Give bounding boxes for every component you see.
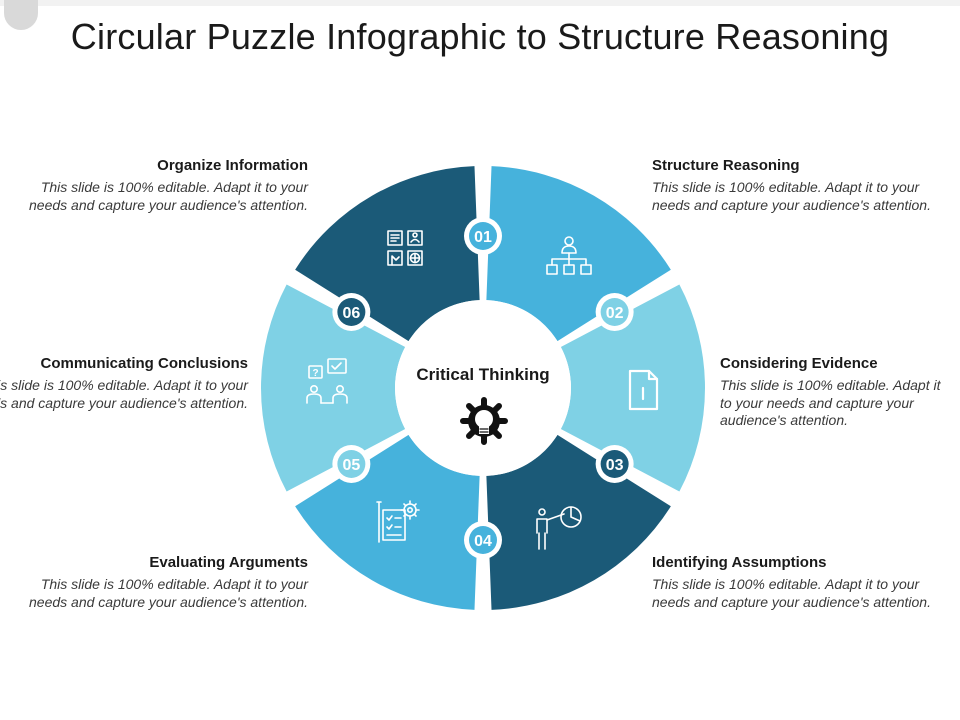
number-tab: [469, 526, 497, 554]
segment-number-04: 04: [474, 533, 492, 550]
block-text: This slide is 100% editable. Adapt it to…: [29, 576, 308, 610]
info-block-04: Evaluating Arguments This slide is 100% …: [18, 554, 308, 611]
segment-number-01: 01: [474, 229, 492, 246]
block-heading: Communicating Conclusions: [40, 355, 248, 372]
segment-number-03: 03: [606, 457, 624, 474]
center-label: Critical Thinking: [416, 365, 549, 384]
segment-number-05: 05: [342, 457, 360, 474]
info-block-06: Organize Information This slide is 100% …: [18, 157, 308, 214]
block-text: This slide is 100% editable. Adapt it to…: [652, 179, 931, 213]
conversation-icon: ?: [306, 358, 348, 404]
info-block-03: Identifying Assumptions This slide is 10…: [652, 554, 942, 611]
block-text: This slide is 100% editable. Adapt it to…: [0, 377, 248, 411]
checklist-gear-icon: [376, 500, 420, 543]
block-text: This slide is 100% editable. Adapt it to…: [652, 576, 931, 610]
block-heading: Evaluating Arguments: [149, 554, 308, 571]
number-tab: [337, 298, 366, 326]
document-icon: [628, 369, 659, 411]
center-circle: [395, 300, 571, 476]
organize-grid-icon: [387, 230, 423, 266]
block-heading: Organize Information: [157, 157, 308, 174]
info-block-05: Communicating Conclusions This slide is …: [0, 355, 248, 412]
number-tab: [469, 222, 497, 250]
number-tab: [600, 298, 629, 326]
top-bar: [0, 0, 960, 6]
info-block-02: Considering Evidence This slide is 100% …: [720, 355, 950, 430]
info-block-01: Structure Reasoning This slide is 100% e…: [652, 157, 942, 214]
block-heading: Identifying Assumptions: [652, 554, 827, 571]
ring-segment-02: [560, 284, 705, 492]
number-tab: [600, 450, 629, 478]
block-text: This slide is 100% editable. Adapt it to…: [720, 377, 941, 428]
segment-number-06: 06: [342, 305, 360, 322]
svg-text:?: ?: [312, 368, 318, 379]
corner-decoration: [4, 0, 38, 30]
block-heading: Structure Reasoning: [652, 157, 800, 174]
segment-number-02: 02: [606, 305, 624, 322]
slide-title: Circular Puzzle Infographic to Structure…: [70, 16, 890, 57]
block-heading: Considering Evidence: [720, 355, 878, 372]
block-text: This slide is 100% editable. Adapt it to…: [29, 179, 308, 213]
number-tab: [337, 450, 366, 478]
presenter-chart-icon: [536, 506, 582, 550]
ring-segment-05: [261, 284, 406, 492]
lightbulb-gear-icon: [460, 397, 508, 445]
hierarchy-icon: [546, 236, 592, 275]
